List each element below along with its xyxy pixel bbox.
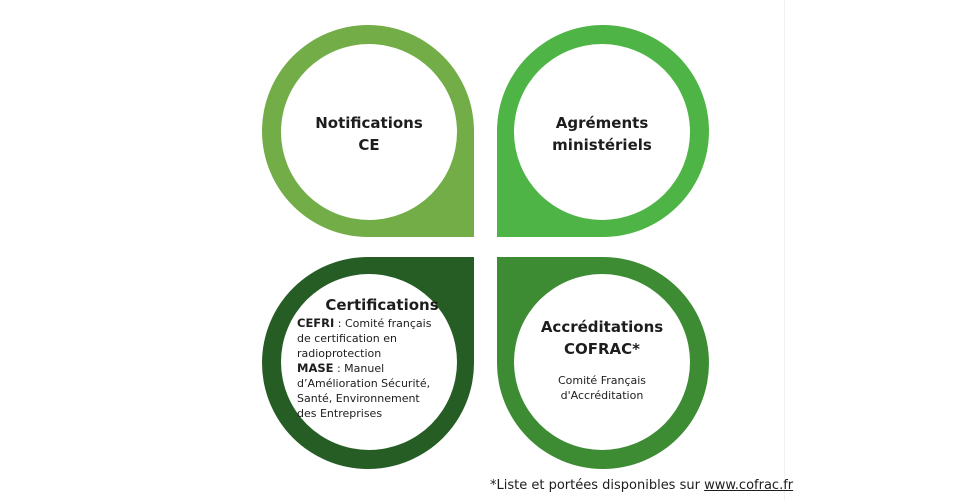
petal-top-left-inner <box>281 44 457 220</box>
certifications-title: Certifications <box>325 296 439 314</box>
cofrac-title: COFRAC* <box>563 340 641 358</box>
mase-desc-3: Santé, Environnement <box>297 392 420 405</box>
cefri-acronym: CEFRI <box>297 316 335 330</box>
cefri-desc-2: de certification en <box>297 332 397 345</box>
cofrac-desc-2: d'Accréditation <box>560 389 644 402</box>
accreditations-title: Accréditations <box>540 318 664 336</box>
footnote-text: *Liste et portées disponibles sur <box>490 478 705 493</box>
cefri-desc-1: : Comité français <box>334 317 432 330</box>
petal-bottom-left-label: Certifications CEFRI : Comité français d… <box>297 294 467 421</box>
page-divider <box>784 0 785 500</box>
agrements-title: Agréments <box>555 114 649 132</box>
mase-line: MASE : Manuel <box>297 361 467 376</box>
cefri-line: CEFRI : Comité français <box>297 316 467 331</box>
cefri-desc-3: radioprotection <box>297 347 382 360</box>
notifications-title: Notifications <box>315 114 423 132</box>
mase-acronym: MASE <box>297 361 334 375</box>
mase-desc-4: des Entreprises <box>297 407 383 420</box>
petal-bottom-right-label: Accréditations COFRAC* Comité Français d… <box>522 316 682 403</box>
petal-bottom-right-inner <box>514 274 690 450</box>
mase-desc-2: d’Amélioration Sécurité, <box>297 377 431 390</box>
mase-desc-1: : Manuel <box>333 362 385 375</box>
petal-top-left-label: Notifications CE <box>289 112 449 156</box>
ministeriels-title: ministériels <box>552 136 652 154</box>
cofrac-desc-1: Comité Français <box>557 374 647 387</box>
cofrac-link[interactable]: www.cofrac.fr <box>704 478 794 493</box>
petal-top-right-label: Agréments ministériels <box>522 112 682 156</box>
petal-bottom-left-inner <box>281 274 457 450</box>
petal-top-right-inner <box>514 44 690 220</box>
footnote: *Liste et portées disponibles sur www.co… <box>490 478 793 493</box>
ce-title: CE <box>358 136 380 154</box>
